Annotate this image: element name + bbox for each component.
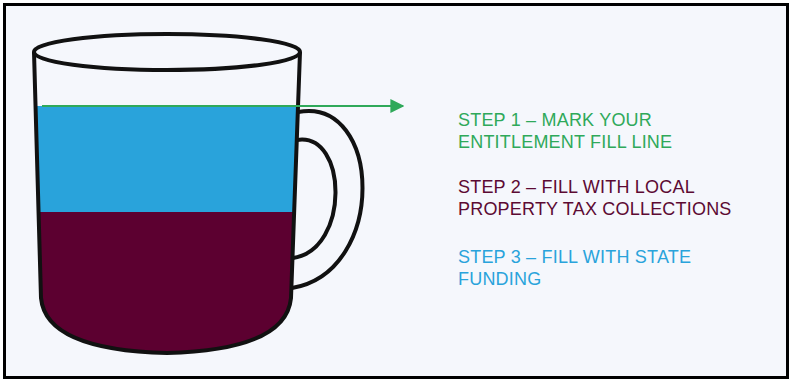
mug-rim xyxy=(34,34,300,70)
mug-handle-inner xyxy=(293,140,336,258)
mug-body xyxy=(34,52,300,353)
fill-line-arrow xyxy=(42,105,403,107)
mug-fill xyxy=(20,106,320,362)
step-label: STEP 3 – FILL WITH STATE FUNDING xyxy=(458,246,770,290)
mug-handle xyxy=(292,111,363,288)
step-label: STEP 1 – MARK YOUR ENTITLEMENT FILL LINE xyxy=(458,109,770,153)
property-tax-fill xyxy=(20,212,320,362)
step-label: STEP 2 – FILL WITH LOCAL PROPERTY TAX CO… xyxy=(458,176,770,220)
state-funding-fill xyxy=(20,106,320,213)
